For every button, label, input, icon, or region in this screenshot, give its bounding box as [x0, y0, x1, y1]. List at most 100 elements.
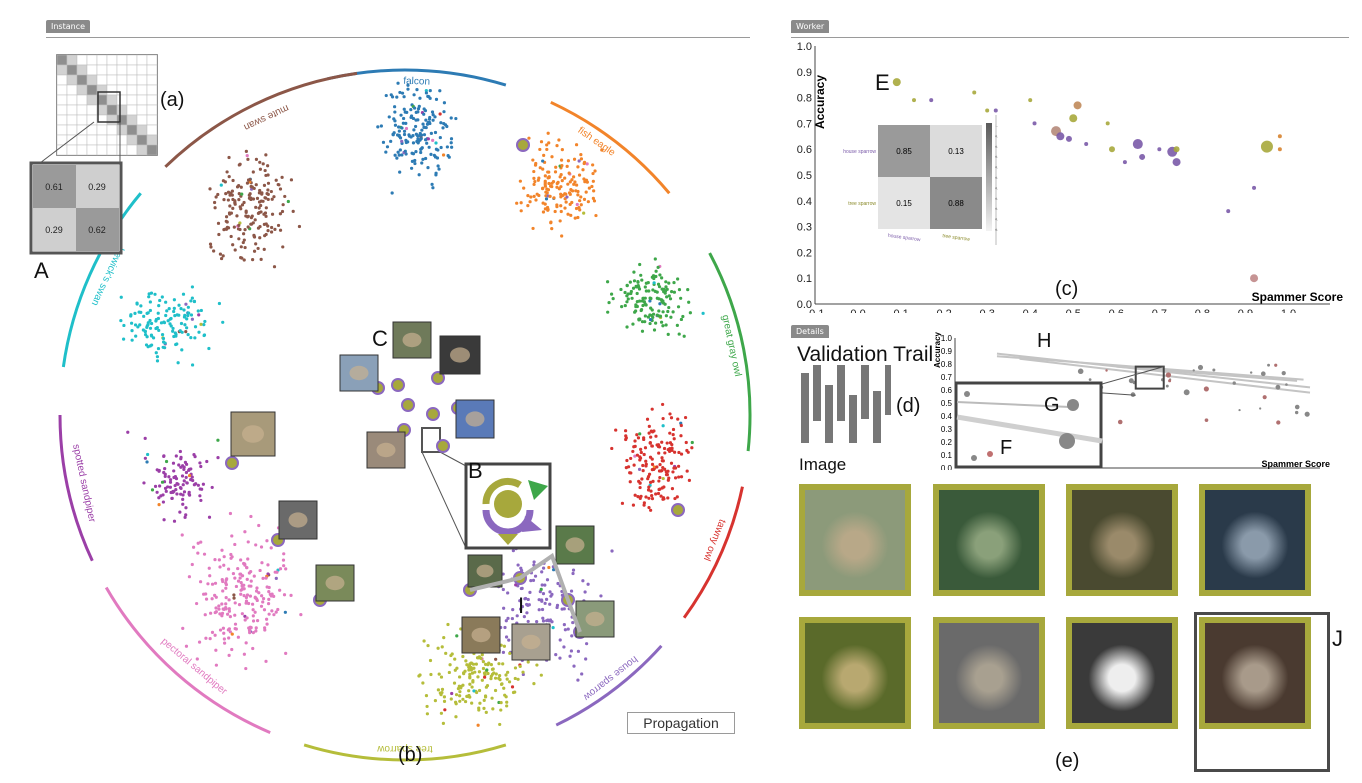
trail-point[interactable]: [1077, 368, 1084, 375]
worker-point[interactable]: [1250, 274, 1259, 283]
trail-point[interactable]: [1276, 420, 1281, 425]
worker-panel-rule: [791, 37, 1349, 38]
trail-point[interactable]: [1117, 419, 1123, 425]
worker-point[interactable]: [1157, 147, 1162, 152]
class-label: tree sparrow: [376, 743, 432, 754]
instance-glyphs[interactable]: [225, 138, 685, 639]
worker-point[interactable]: [912, 98, 916, 103]
image-thumbnail[interactable]: [933, 617, 1045, 729]
class-arc[interactable]: [61, 192, 142, 368]
trail-point[interactable]: [1262, 395, 1267, 400]
worker-point[interactable]: [1260, 140, 1273, 153]
validation-trail-title: Validation Trail: [797, 343, 934, 366]
annotation-I: I: [518, 593, 525, 618]
trail-point[interactable]: [1165, 384, 1169, 388]
worker-panel-tab[interactable]: Worker: [791, 20, 830, 33]
trail-point[interactable]: [1275, 384, 1281, 390]
worker-point[interactable]: [1122, 160, 1127, 165]
worker-point[interactable]: [1065, 135, 1072, 142]
worker-point[interactable]: [929, 98, 934, 103]
worker-point[interactable]: [1226, 209, 1231, 214]
trail-point[interactable]: [1267, 363, 1270, 367]
trail-point[interactable]: [1197, 364, 1204, 370]
image-thumbnail[interactable]: [799, 484, 911, 596]
trail-point[interactable]: [1168, 379, 1172, 383]
worker-point[interactable]: [892, 78, 901, 87]
worker-point[interactable]: [1084, 142, 1089, 147]
y-axis-label: Accuracy: [813, 75, 827, 129]
validation-trail-chart[interactable]: 1.00.90.80.70.60.50.40.30.20.10.0-0.10.0…: [930, 320, 1350, 470]
trail-point[interactable]: [1281, 371, 1286, 376]
class-arc[interactable]: [104, 586, 271, 734]
trail-point[interactable]: [1212, 368, 1216, 372]
class-arc[interactable]: [555, 644, 663, 727]
trail-x-label: Spammer Score: [1261, 459, 1330, 469]
worker-point[interactable]: [993, 108, 998, 113]
worker-point[interactable]: [1105, 121, 1110, 126]
instance-clusters[interactable]: [119, 81, 705, 727]
trail-point[interactable]: [1259, 407, 1262, 410]
trail-point[interactable]: [1165, 372, 1172, 378]
worker-point[interactable]: [972, 90, 977, 95]
class-arc[interactable]: [708, 252, 752, 452]
instance-thumbnails[interactable]: [230, 321, 615, 661]
worker-point[interactable]: [1032, 121, 1037, 126]
image-thumbnail[interactable]: [1066, 484, 1178, 596]
trail-point[interactable]: [1232, 381, 1236, 385]
trail-point[interactable]: [1285, 383, 1288, 386]
worker-point[interactable]: [1109, 146, 1115, 153]
worker-point[interactable]: [1277, 147, 1282, 152]
trail-point[interactable]: [1294, 404, 1300, 410]
instance-glyph-callout: [421, 427, 552, 550]
class-arc[interactable]: [58, 414, 94, 562]
trail-point[interactable]: [1260, 371, 1266, 377]
x-tick-label: 0.0: [850, 308, 865, 313]
y-tick-label: 0.7: [797, 118, 812, 130]
y-tick-label: 0.6: [797, 144, 812, 156]
trail-point[interactable]: [1274, 363, 1278, 367]
image-thumbnail[interactable]: [799, 617, 911, 729]
worker-point[interactable]: [1172, 158, 1181, 167]
image-thumbnail[interactable]: [933, 484, 1045, 596]
worker-point[interactable]: [1056, 132, 1065, 141]
trail-point[interactable]: [1192, 369, 1195, 372]
trail-point[interactable]: [1238, 409, 1241, 412]
bird-photo: [939, 490, 1039, 590]
trail-point[interactable]: [1294, 410, 1299, 415]
worker-point[interactable]: [1139, 153, 1146, 160]
worker-point[interactable]: [1277, 134, 1282, 139]
worker-point[interactable]: [1132, 139, 1143, 150]
instance-panel-tab[interactable]: Instance: [46, 20, 91, 33]
worker-point[interactable]: [985, 108, 990, 113]
details-panel-tab[interactable]: Details: [791, 325, 829, 338]
image-thumbnail[interactable]: [1199, 484, 1311, 596]
class-arc[interactable]: [303, 743, 507, 762]
trail-point[interactable]: [1105, 369, 1108, 372]
class-arc[interactable]: [550, 100, 671, 195]
class-arc[interactable]: [682, 486, 744, 619]
bird-photo: [1205, 623, 1305, 723]
trail-point[interactable]: [1088, 378, 1092, 382]
worker-point[interactable]: [1069, 114, 1078, 123]
trail-point[interactable]: [1203, 386, 1209, 392]
trail-y-tick: 0.2: [941, 438, 953, 447]
image-thumbnail[interactable]: [1066, 617, 1178, 729]
class-arc[interactable]: [164, 71, 358, 168]
x-tick-label: -0.1: [806, 308, 825, 313]
trail-point[interactable]: [1304, 411, 1310, 417]
worker-confusion-popup[interactable]: 0.85 0.13 0.15 0.88 house sparrow tree s…: [828, 115, 998, 245]
trail-point[interactable]: [1204, 418, 1209, 422]
trail-point[interactable]: [1128, 378, 1134, 384]
trail-point[interactable]: [1183, 389, 1190, 396]
confusion-cell-1-0: 0.15: [896, 199, 912, 208]
class-matrix-overview[interactable]: [56, 54, 158, 156]
propagation-button[interactable]: Propagation: [627, 712, 735, 734]
trail-point[interactable]: [1249, 371, 1253, 374]
worker-point[interactable]: [1073, 101, 1082, 110]
worker-point[interactable]: [1252, 185, 1257, 190]
worker-point[interactable]: [1173, 146, 1180, 153]
image-thumbnail[interactable]: [1199, 617, 1311, 729]
worker-point[interactable]: [1028, 98, 1033, 103]
worker-scatter-chart[interactable]: 1.00.90.80.70.60.50.40.30.20.10.0-0.10.0…: [790, 38, 1350, 313]
